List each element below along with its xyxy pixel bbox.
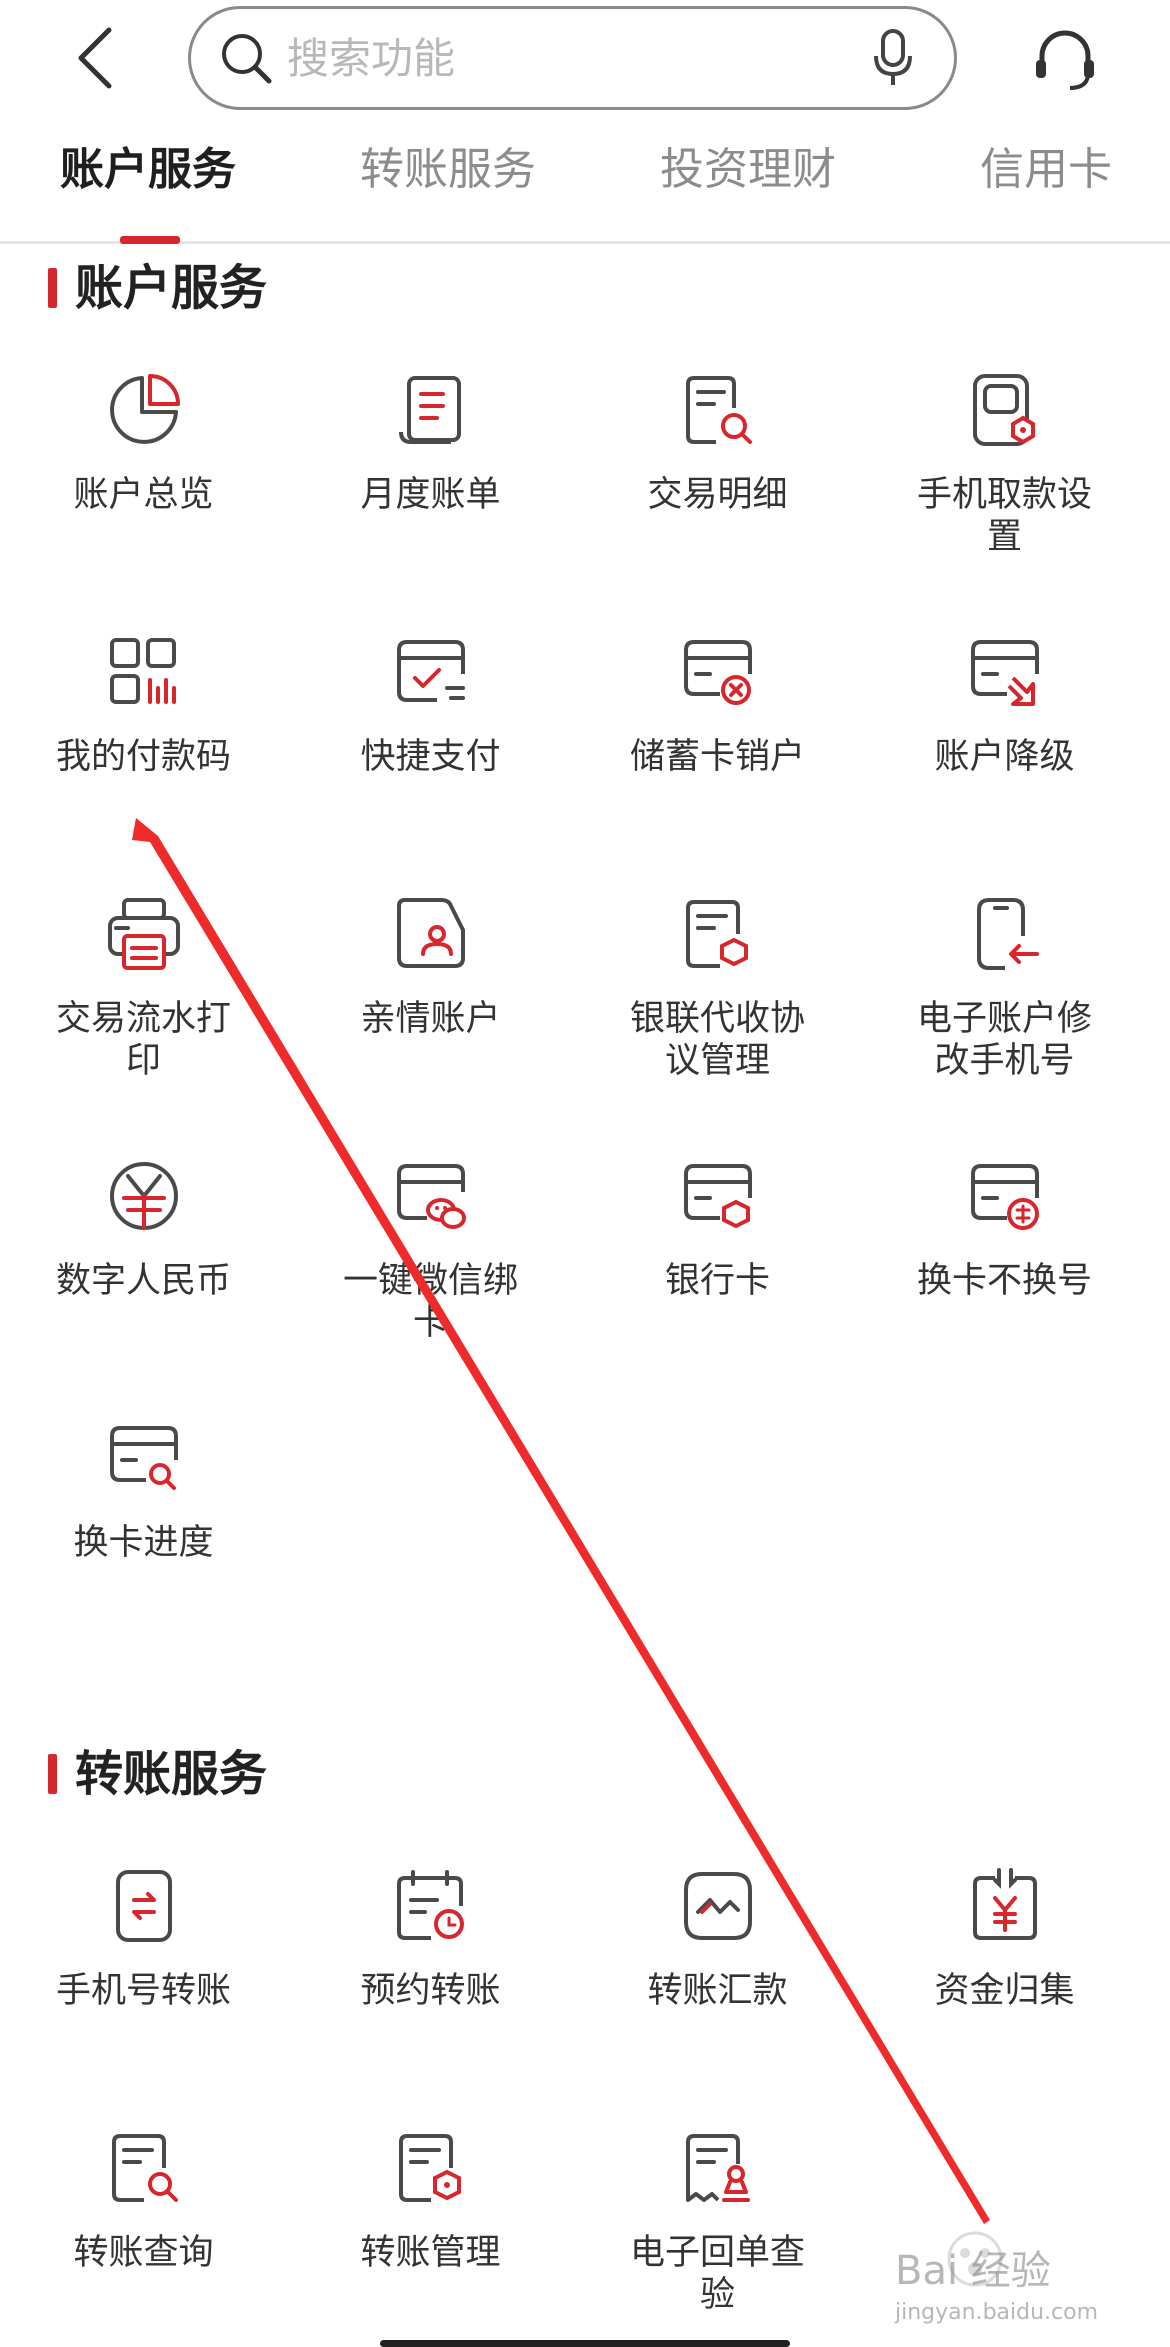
phone-setting-icon: [965, 370, 1045, 450]
scroll-bill-icon: [391, 370, 471, 450]
section-accent-bar: [48, 268, 57, 308]
grid-item-my-payment-code[interactable]: 我的付款码: [0, 632, 287, 778]
tab-credit-card[interactable]: 信用卡: [980, 144, 1112, 195]
wechat-card-icon: [391, 1156, 471, 1236]
grid-item-digital-rmb[interactable]: 数字人民币: [0, 1156, 287, 1302]
grid-item-transaction-print[interactable]: 交易流水打印: [0, 894, 287, 1082]
chevron-left-icon: [75, 26, 115, 90]
tab-investment[interactable]: 投资理财: [660, 144, 836, 195]
microphone-icon[interactable]: [868, 27, 918, 89]
fund-collect-icon: [965, 1866, 1045, 1946]
phone-edit-icon: [965, 894, 1045, 974]
grid-item-scheduled-transfer[interactable]: 预约转账: [287, 1866, 574, 2012]
grid-item-card-change-progress[interactable]: 换卡进度: [0, 1418, 287, 1564]
grid-item-transaction-detail[interactable]: 交易明细: [574, 370, 861, 516]
card-number-icon: [965, 1156, 1045, 1236]
printer-icon: [104, 894, 184, 974]
grid-item-monthly-bill[interactable]: 月度账单: [287, 370, 574, 516]
receipt-verify-icon: [678, 2128, 758, 2208]
family-account-icon: [391, 894, 471, 974]
search-input[interactable]: [287, 23, 868, 93]
back-button[interactable]: [60, 18, 130, 98]
baidu-watermark-logo: [895, 2225, 1135, 2335]
grid-item-e-receipt-verify[interactable]: 电子回单查验: [574, 2128, 861, 2316]
search-icon: [219, 31, 273, 85]
card-progress-icon: [104, 1418, 184, 1498]
card-downgrade-icon: [965, 632, 1045, 712]
document-search-icon: [678, 370, 758, 450]
section-accent-bar: [48, 1754, 57, 1794]
home-indicator: [380, 2340, 790, 2347]
tab-account-service[interactable]: 账户服务: [60, 144, 236, 195]
grid-item-bank-card[interactable]: 银行卡: [574, 1156, 861, 1302]
bank-card-icon: [678, 1156, 758, 1236]
grid-item-transfer-manage[interactable]: 转账管理: [287, 2128, 574, 2274]
tab-transfer-service[interactable]: 转账服务: [360, 144, 536, 195]
grid-item-remittance[interactable]: 转账汇款: [574, 1866, 861, 2012]
calendar-clock-icon: [391, 1866, 471, 1946]
pie-chart-icon: [104, 370, 184, 450]
payment-code-icon: [104, 632, 184, 712]
grid-item-account-downgrade[interactable]: 账户降级: [861, 632, 1148, 778]
digital-yuan-icon: [104, 1156, 184, 1236]
grid-item-phone-withdraw-setting[interactable]: 手机取款设置: [861, 370, 1148, 558]
grid-item-fund-collection[interactable]: 资金归集: [861, 1866, 1148, 2012]
customer-service-button[interactable]: [1030, 24, 1100, 94]
tab-bar: 账户服务 转账服务 投资理财 信用卡: [0, 112, 1170, 244]
watermark-url: jingyan.baidu.com: [895, 2300, 1099, 2325]
active-tab-indicator: [120, 236, 180, 244]
grid-item-card-change-keep-number[interactable]: 换卡不换号: [861, 1156, 1148, 1302]
transfer-query-icon: [104, 2128, 184, 2208]
headset-icon: [1032, 26, 1098, 92]
grid-item-family-account[interactable]: 亲情账户: [287, 894, 574, 1040]
grid-item-quick-pay[interactable]: 快捷支付: [287, 632, 574, 778]
section-title-account: 账户服务: [48, 256, 267, 320]
section-title-transfer: 转账服务: [48, 1742, 267, 1806]
watermark-brand: Bai 经验: [895, 2248, 1051, 2294]
grid-item-e-account-phone-change[interactable]: 电子账户修改手机号: [861, 894, 1148, 1082]
grid-item-phone-transfer[interactable]: 手机号转账: [0, 1866, 287, 2012]
phone-transfer-icon: [104, 1866, 184, 1946]
card-check-icon: [391, 632, 471, 712]
agreement-icon: [678, 894, 758, 974]
grid-item-transfer-query[interactable]: 转账查询: [0, 2128, 287, 2274]
top-bar: [0, 0, 1170, 112]
grid-item-savings-card-close[interactable]: 储蓄卡销户: [574, 632, 861, 778]
transfer-manage-icon: [391, 2128, 471, 2208]
grid-item-account-overview[interactable]: 账户总览: [0, 370, 287, 516]
remittance-icon: [678, 1866, 758, 1946]
card-close-icon: [678, 632, 758, 712]
search-bar[interactable]: [188, 6, 957, 110]
grid-item-wechat-bind-card[interactable]: 一键微信绑卡: [287, 1156, 574, 1344]
grid-item-unionpay-agreement[interactable]: 银联代收协议管理: [574, 894, 861, 1082]
